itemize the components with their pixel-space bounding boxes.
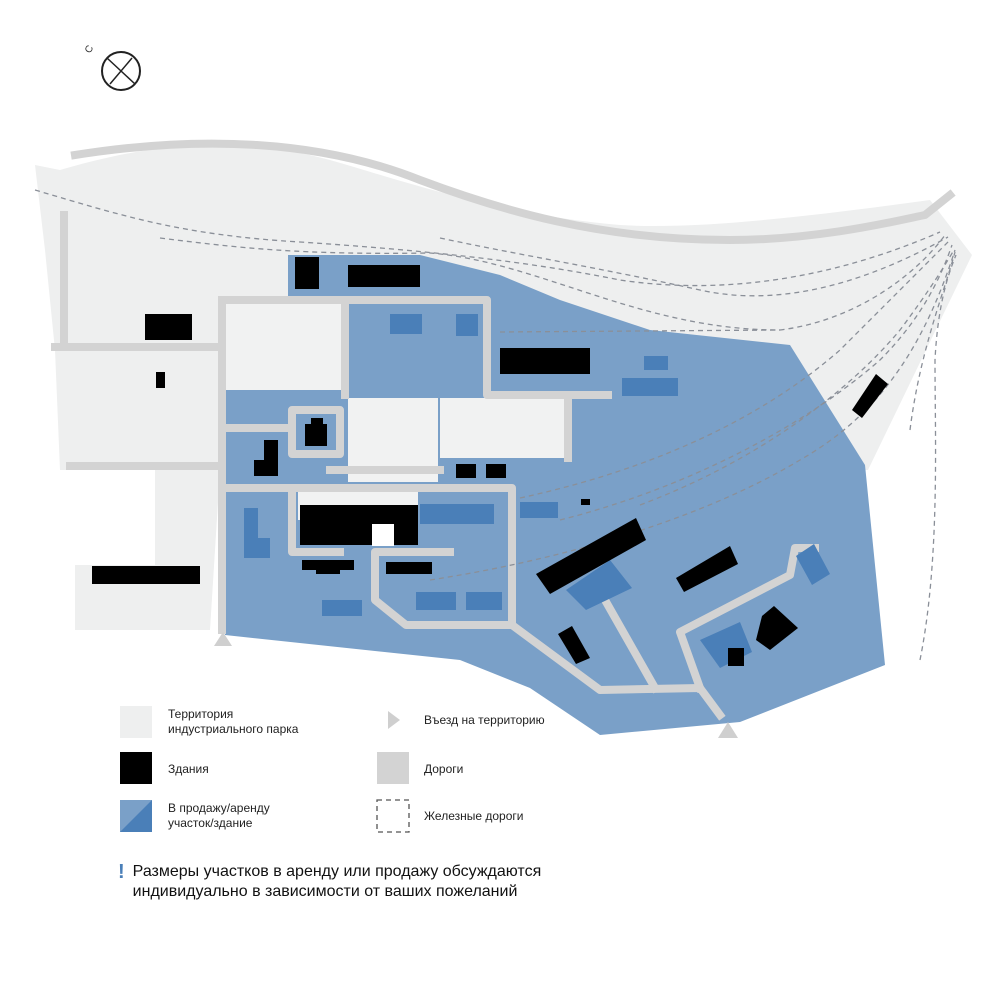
- buildings: [92, 257, 888, 666]
- entry-marker: [718, 722, 738, 738]
- railways: [34, 189, 957, 661]
- legend-railways-label: Железные дороги: [424, 809, 524, 823]
- note-line-2: индивидуально в зависимости от ваших пож…: [132, 883, 518, 900]
- legend-rail-swatch: [376, 799, 410, 833]
- legend-territory-label: Территория индустриального парка: [168, 707, 299, 736]
- building-notch: [372, 524, 394, 546]
- legend-sale-label: В продажу/аренду участок/здание: [168, 801, 270, 830]
- white-lots: [226, 302, 565, 520]
- roads: [51, 139, 956, 721]
- legend-entry-icon: [388, 711, 400, 729]
- legend-roads-label: Дороги: [424, 762, 464, 776]
- legend-sale-swatch: [120, 800, 152, 832]
- entry-marker: [214, 632, 232, 646]
- legend-building-swatch: [120, 752, 152, 784]
- legend-road-swatch: [377, 752, 409, 784]
- note-line-1: Размеры участков в аренду или продажу об…: [132, 863, 542, 880]
- note-block: ! Размеры участков в аренду или продажу …: [118, 862, 541, 902]
- legend-buildings-label: Здания: [168, 762, 209, 776]
- north-compass-icon: [101, 51, 141, 91]
- legend-territory-swatch: [120, 706, 152, 738]
- legend-entry-label: Въезд на территорию: [424, 713, 545, 727]
- exclamation-icon: !: [118, 861, 125, 883]
